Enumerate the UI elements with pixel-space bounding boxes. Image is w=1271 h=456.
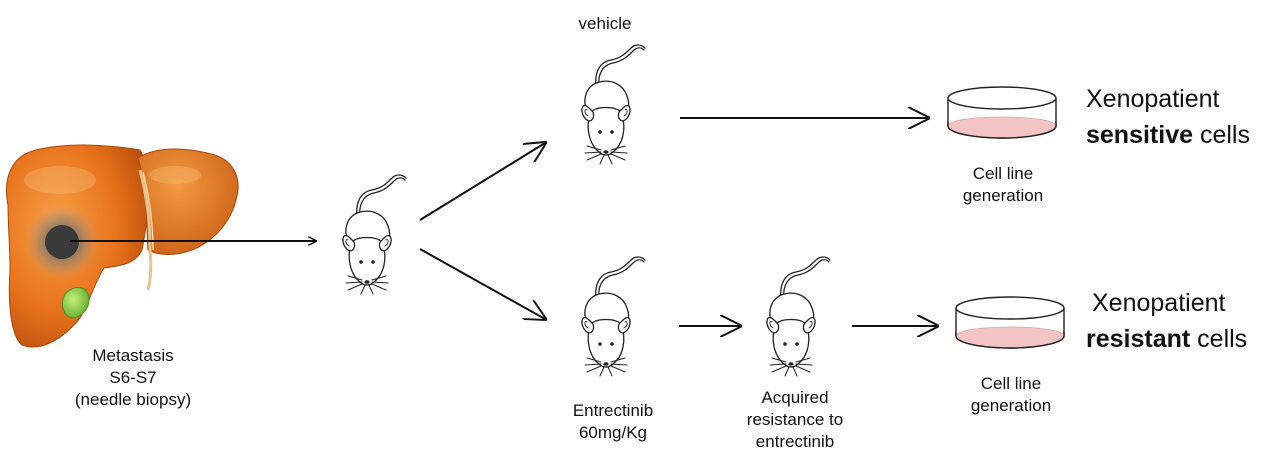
sensitive-line2: sensitive cells (1086, 117, 1250, 153)
cell-line-generation-top-label: Cell line generation (948, 163, 1058, 207)
sensitive-line1: Xenopatient (1086, 81, 1250, 117)
cell-line-top-line1: Cell line (948, 163, 1058, 185)
acquired-label-line3: entrectinib (730, 431, 860, 453)
entrectinib-label-line1: Entrectinib (553, 400, 673, 422)
acquired-resistance-label: Acquired resistance to entrectinib (730, 387, 860, 453)
sensitive-bold-word: sensitive (1086, 121, 1193, 149)
vehicle-label: vehicle (555, 13, 655, 35)
acquired-label-line2: resistance to (730, 409, 860, 431)
vehicle-label-text: vehicle (555, 13, 655, 35)
xenopatient-resistant-label: Xenopatient resistant cells (1086, 285, 1247, 357)
mouse-icon-resistant (767, 257, 830, 376)
resistant-bold-word: resistant (1086, 325, 1190, 353)
cell-line-generation-bottom-label: Cell line generation (956, 373, 1066, 417)
mouse-icon-vehicle (582, 45, 645, 164)
petri-dish-icon-sensitive (948, 87, 1056, 138)
liver-illustration (6, 145, 238, 347)
cell-line-bottom-line2: generation (956, 395, 1066, 417)
sensitive-rest: cells (1193, 121, 1250, 149)
resistant-line1: Xenopatient (1086, 285, 1247, 321)
mouse-icon-donor (343, 175, 406, 294)
xenopatient-sensitive-label: Xenopatient sensitive cells (1086, 81, 1250, 153)
arrow-mouse-to-entrectinib (420, 249, 545, 319)
metastasis-label-line2: S6-S7 (58, 367, 208, 389)
resistant-rest: cells (1190, 325, 1247, 353)
acquired-label-line1: Acquired (730, 387, 860, 409)
metastasis-label-line3: (needle biopsy) (58, 389, 208, 411)
cell-line-bottom-line1: Cell line (956, 373, 1066, 395)
metastasis-label: Metastasis S6-S7 (needle biopsy) (58, 345, 208, 411)
entrectinib-label: Entrectinib 60mg/Kg (553, 400, 673, 444)
arrow-mouse-to-vehicle (420, 143, 545, 220)
mouse-icon-entrectinib (582, 257, 645, 376)
cell-line-top-line2: generation (948, 185, 1058, 207)
petri-dish-icon-resistant (956, 297, 1064, 348)
entrectinib-label-line2: 60mg/Kg (553, 422, 673, 444)
resistant-line2: resistant cells (1086, 321, 1247, 357)
metastasis-label-line1: Metastasis (58, 345, 208, 367)
